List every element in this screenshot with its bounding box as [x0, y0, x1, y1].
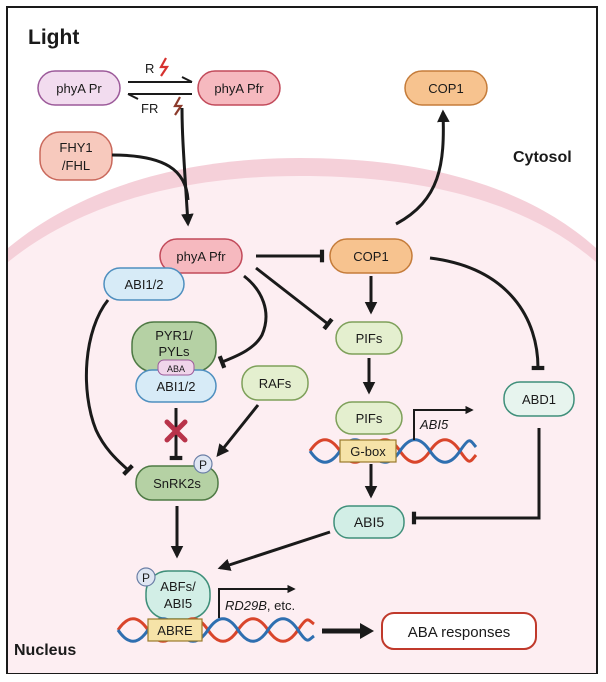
COP1-cytosol-node	[404, 70, 488, 106]
COP1-export-arrow	[395, 109, 450, 226]
ABI1-2-free-node	[103, 267, 185, 301]
phyA-inhibits-ABI-complex	[217, 274, 268, 369]
RAFs-label: RAFs	[259, 376, 292, 391]
phyA-Pfr-nucleus-label: phyA Pfr	[176, 249, 226, 264]
COP1-inhibits-ABD1	[429, 256, 545, 371]
phosphate-badge-ABFs	[136, 567, 156, 587]
phosphate-badge-SnRK2s	[193, 454, 213, 474]
abre-element	[147, 618, 203, 642]
COP1-cytosol-label: COP1	[428, 81, 463, 96]
abre-label: ABRE	[157, 623, 193, 638]
phyA-Pr-node	[37, 70, 121, 106]
gbox-transcription-arrow	[413, 405, 474, 440]
RAFs-activates-SnRK2s	[216, 404, 260, 457]
PYR1-label: PYR1/	[155, 328, 193, 343]
phyA-Pr-label: phyA Pr	[56, 81, 102, 96]
ABI1-2-inhibits-SnRK2s	[84, 299, 134, 476]
diagram-title: Light	[28, 26, 79, 49]
FHY1-to-phyA-arrow	[111, 153, 190, 201]
far-red-lightning-icon	[173, 96, 184, 116]
ABI5-node	[333, 505, 405, 539]
abre-target-gene: RD29B	[225, 598, 267, 613]
SnRK2s-label: SnRK2s	[153, 476, 201, 491]
PIFs-node-1	[335, 321, 403, 355]
red-lightning-icon	[159, 57, 170, 77]
ABD1-node	[503, 381, 575, 417]
abre-transcription-arrow	[218, 584, 296, 618]
ABI1-2-free-label: ABI1/2	[124, 277, 163, 292]
abre-target-suffix: , etc.	[267, 598, 295, 613]
ABA-molecule	[157, 359, 195, 376]
FHY1-label: FHY1	[59, 140, 92, 155]
phyA-Pfr-cytosol-node	[197, 70, 281, 106]
response-arrow-head	[360, 623, 374, 639]
COP1-nucleus-label: COP1	[353, 249, 388, 264]
nucleus-region	[8, 176, 596, 673]
SnRK2s-node	[135, 465, 219, 501]
phosphate-label-ABFs: P	[142, 571, 150, 585]
phyA-Pfr-cytosol-label: phyA Pfr	[214, 81, 264, 96]
PIFs-label-2: PIFs	[356, 411, 383, 426]
ABA-responses-label: ABA responses	[408, 624, 511, 641]
red-light-arrow-head	[181, 76, 193, 83]
phyA-import-arrow	[180, 107, 194, 227]
ABD1-label: ABD1	[522, 392, 556, 407]
red-light-label: R	[145, 61, 154, 76]
RAFs-node	[241, 365, 309, 401]
phosphate-label-SnRK2s: P	[199, 458, 207, 472]
ABI5-to-ABFs-arrow	[217, 530, 331, 571]
ABFs-label: ABFs/	[160, 579, 196, 594]
gbox-element	[339, 439, 397, 463]
COP1-nucleus-node	[329, 238, 413, 274]
PIFs-node-2	[335, 401, 403, 435]
gbox-target-label: ABI5	[419, 417, 449, 432]
blocked-cross-icon	[164, 419, 188, 443]
ABI1-2-complex-label: ABI1/2	[156, 379, 195, 394]
PIFs-label-1: PIFs	[356, 331, 383, 346]
abre-target-label: RD29B, etc.	[225, 598, 295, 613]
cytosol-label: Cytosol	[513, 149, 572, 166]
phyA-Pfr-nucleus-node	[159, 238, 243, 274]
ABD1-inhibits-ABI5	[411, 428, 541, 525]
phyA-inhibits-PIFs	[255, 266, 334, 331]
gbox-label: G-box	[350, 444, 386, 459]
FHL-label: /FHL	[62, 158, 90, 173]
ABA-responses-node	[381, 612, 537, 650]
ABI5-label: ABI5	[354, 514, 385, 530]
ABFs-ABI5-label: ABI5	[164, 596, 192, 611]
PYLs-label: PYLs	[158, 344, 190, 359]
far-red-light-arrow-head	[127, 93, 139, 100]
ABA-label: ABA	[167, 364, 185, 374]
nucleus-label: Nucleus	[14, 642, 76, 659]
far-red-light-label: FR	[141, 101, 158, 116]
